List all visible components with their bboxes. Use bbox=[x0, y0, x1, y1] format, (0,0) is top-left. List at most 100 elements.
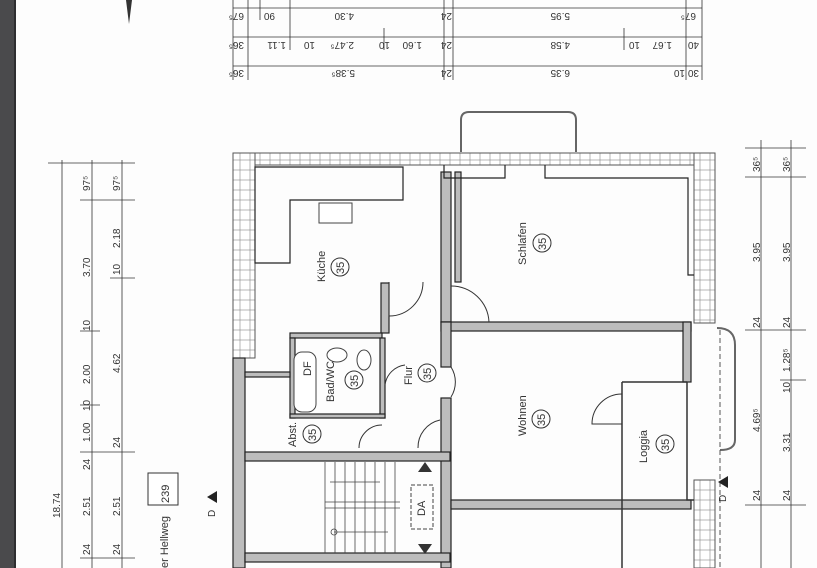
svg-text:10: 10 bbox=[378, 39, 390, 50]
svg-text:Wohnen: Wohnen bbox=[517, 395, 529, 436]
svg-text:90: 90 bbox=[263, 10, 275, 21]
svg-text:1.60: 1.60 bbox=[402, 39, 422, 50]
svg-text:35: 35 bbox=[422, 368, 434, 380]
svg-text:1.00: 1.00 bbox=[82, 422, 93, 442]
doors bbox=[358, 281, 623, 449]
room-bath-wc: Bad/WC 35 bbox=[325, 361, 364, 402]
svg-text:24: 24 bbox=[440, 67, 452, 78]
svg-text:36⁵: 36⁵ bbox=[229, 67, 244, 78]
svg-text:18.74: 18.74 bbox=[52, 493, 63, 518]
plan-page: 67⁵ 90 4.30 24 5.95 67⁵ 36⁵ 1.11 10 2.47… bbox=[16, 0, 817, 568]
attic-hatch-label: DA bbox=[416, 500, 428, 516]
balcony-railing bbox=[460, 111, 577, 152]
svg-text:97⁵: 97⁵ bbox=[82, 176, 93, 191]
walls bbox=[232, 165, 694, 568]
svg-text:40: 40 bbox=[687, 39, 699, 50]
svg-text:35: 35 bbox=[335, 262, 347, 274]
svg-text:3.95: 3.95 bbox=[782, 242, 793, 262]
svg-text:3.70: 3.70 bbox=[82, 257, 93, 277]
top-dimension-lines bbox=[232, 0, 703, 80]
toilet bbox=[356, 349, 372, 371]
dim-top-1: 67⁵ bbox=[229, 10, 244, 21]
svg-text:36⁵: 36⁵ bbox=[752, 157, 763, 172]
room-living: Wohnen 35 bbox=[517, 395, 551, 436]
svg-text:Schlafen: Schlafen bbox=[517, 222, 529, 265]
svg-text:10: 10 bbox=[628, 39, 640, 50]
loggia-railing bbox=[716, 327, 736, 451]
svg-text:24: 24 bbox=[752, 489, 763, 501]
left-dimension-lines bbox=[48, 160, 135, 568]
svg-text:2.18: 2.18 bbox=[112, 228, 123, 248]
svg-text:35: 35 bbox=[537, 238, 549, 250]
shower-label: DF bbox=[302, 361, 314, 376]
svg-text:5.95: 5.95 bbox=[550, 10, 570, 21]
svg-text:35: 35 bbox=[307, 429, 319, 441]
floor-plan-drawing: 67⁵ 90 4.30 24 5.95 67⁵ 36⁵ 1.11 10 2.47… bbox=[48, 0, 806, 568]
svg-text:5.38⁵: 5.38⁵ bbox=[331, 67, 355, 78]
room-kitchen: Küche 35 bbox=[316, 251, 350, 282]
svg-text:67⁵: 67⁵ bbox=[681, 10, 696, 21]
svg-text:Abst.: Abst. bbox=[287, 422, 299, 447]
svg-text:10: 10 bbox=[82, 319, 93, 331]
house-number-box bbox=[147, 472, 179, 506]
svg-text:2.00: 2.00 bbox=[82, 364, 93, 384]
viewer-sidebar-shadow bbox=[14, 0, 16, 568]
room-hallway: Flur 35 bbox=[403, 363, 437, 385]
room-storage: Abst. 35 bbox=[287, 422, 322, 447]
svg-text:10: 10 bbox=[673, 67, 685, 78]
svg-text:24: 24 bbox=[112, 436, 123, 448]
stove bbox=[318, 202, 353, 224]
svg-text:36⁵: 36⁵ bbox=[229, 39, 244, 50]
svg-text:24: 24 bbox=[82, 458, 93, 470]
svg-text:24: 24 bbox=[752, 316, 763, 328]
svg-text:4.69⁵: 4.69⁵ bbox=[752, 408, 763, 432]
svg-text:24: 24 bbox=[782, 316, 793, 328]
svg-text:36⁵: 36⁵ bbox=[782, 157, 793, 172]
svg-text:4.30: 4.30 bbox=[334, 10, 354, 21]
triangle-up-icon bbox=[418, 462, 432, 472]
svg-text:10: 10 bbox=[303, 39, 315, 50]
svg-text:35: 35 bbox=[660, 439, 672, 451]
svg-text:Flur: Flur bbox=[403, 366, 415, 385]
house-number: 239 bbox=[160, 485, 172, 503]
triangle-down-icon bbox=[418, 544, 432, 554]
stairwell bbox=[324, 462, 400, 553]
svg-text:1.28⁵: 1.28⁵ bbox=[782, 348, 793, 372]
bathtub bbox=[293, 351, 317, 413]
svg-text:D: D bbox=[718, 495, 729, 502]
svg-text:30: 30 bbox=[687, 67, 699, 78]
svg-text:24: 24 bbox=[82, 543, 93, 555]
room-loggia: Loggia 35 bbox=[638, 429, 675, 463]
north-arrow-icon bbox=[126, 0, 132, 24]
svg-text:10: 10 bbox=[112, 263, 123, 275]
svg-text:35: 35 bbox=[349, 375, 361, 387]
svg-text:4.58: 4.58 bbox=[550, 39, 570, 50]
svg-text:10: 10 bbox=[782, 381, 793, 393]
right-dimension-lines bbox=[745, 140, 806, 568]
svg-text:4.62: 4.62 bbox=[112, 353, 123, 373]
svg-text:3.95: 3.95 bbox=[752, 242, 763, 262]
street-label: er Hellweg bbox=[159, 516, 171, 568]
svg-text:Küche: Küche bbox=[316, 251, 328, 282]
svg-text:1.11: 1.11 bbox=[267, 39, 286, 50]
sink bbox=[326, 347, 348, 363]
svg-text:3.31: 3.31 bbox=[782, 432, 793, 452]
svg-text:2.51: 2.51 bbox=[82, 496, 93, 516]
svg-text:6.35: 6.35 bbox=[550, 67, 570, 78]
svg-text:24: 24 bbox=[782, 489, 793, 501]
svg-text:2.47⁵: 2.47⁵ bbox=[330, 39, 354, 50]
svg-text:Loggia: Loggia bbox=[638, 429, 650, 463]
svg-text:97⁵: 97⁵ bbox=[112, 176, 123, 191]
svg-text:10: 10 bbox=[82, 399, 93, 411]
svg-text:24: 24 bbox=[112, 543, 123, 555]
section-marker-right-icon bbox=[718, 476, 728, 488]
svg-text:Bad/WC: Bad/WC bbox=[325, 361, 337, 402]
svg-text:1.67: 1.67 bbox=[652, 39, 672, 50]
svg-text:35: 35 bbox=[536, 414, 548, 426]
svg-text:2.51: 2.51 bbox=[112, 496, 123, 516]
svg-text:24: 24 bbox=[440, 39, 452, 50]
svg-text:24: 24 bbox=[440, 10, 452, 21]
section-marker-left-icon bbox=[207, 491, 217, 503]
svg-text:D: D bbox=[207, 510, 218, 517]
attic-hatch bbox=[410, 484, 434, 530]
